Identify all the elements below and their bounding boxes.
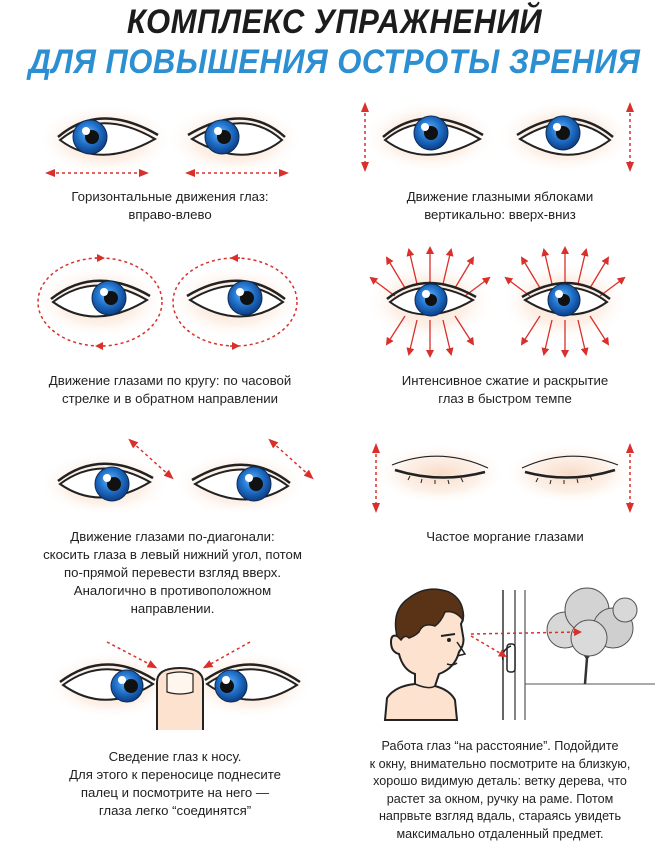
eyes-circular-illustration bbox=[34, 254, 301, 350]
left-eye-icon bbox=[386, 281, 477, 317]
arrow-to-nose-icon bbox=[202, 641, 251, 669]
arrow-diagonal-icon bbox=[268, 438, 314, 480]
caption-diagonal: Движение глазами по-диагонали: скосить г… bbox=[43, 529, 302, 616]
caption-squeeze: Интенсивное сжатие и раскрытие глаз в бы… bbox=[401, 373, 609, 406]
finger-icon bbox=[156, 666, 204, 730]
exercise-nose bbox=[45, 630, 315, 730]
exercise-vertical bbox=[355, 95, 645, 185]
gaze-arrow-icon bbox=[470, 635, 507, 658]
left-eye-icon bbox=[50, 279, 151, 318]
closed-left-eye-icon bbox=[391, 455, 489, 485]
exercise-blinking bbox=[360, 440, 645, 515]
page-title: КОМПЛЕКС УПРАЖНЕНИЙ bbox=[126, 1, 543, 42]
left-eye-icon bbox=[59, 663, 156, 703]
left-eye-icon bbox=[57, 117, 159, 156]
exercise-circular bbox=[34, 250, 305, 355]
exercise-squeeze bbox=[365, 240, 645, 365]
window-handle-icon bbox=[501, 643, 516, 673]
man-head-icon bbox=[383, 588, 467, 721]
eyes-squeeze-illustration bbox=[366, 246, 629, 358]
eyes-diagonal-illustration bbox=[39, 438, 314, 516]
eyes-vertical-illustration bbox=[361, 101, 634, 173]
caption-nose: Сведение глаз к носу. Для этого к перено… bbox=[69, 749, 281, 818]
eyes-horizontal-illustration bbox=[37, 104, 303, 177]
right-eye-icon bbox=[191, 463, 291, 502]
exercise-diagonal bbox=[39, 432, 320, 517]
eyes-nose-illustration bbox=[46, 641, 314, 730]
caption-circular: Движение глазами по кругу: по часовой ст… bbox=[48, 373, 292, 406]
left-eye-icon bbox=[382, 115, 484, 156]
right-eye-icon bbox=[204, 663, 301, 703]
eyes-blinking-illustration bbox=[372, 443, 636, 513]
circle-arrow-icon bbox=[172, 257, 298, 347]
arrow-diagonal-icon bbox=[128, 438, 174, 480]
page-subtitle: ДЛЯ ПОВЫШЕНИЯ ОСТРОТЫ ЗРЕНИЯ bbox=[28, 41, 641, 82]
caption-horizontal: Горизонтальные движения глаз: вправо-вле… bbox=[71, 189, 269, 222]
tree-icon bbox=[525, 587, 655, 685]
arrow-to-nose-icon bbox=[106, 641, 158, 669]
caption-vertical: Движение глазными яблоками вертикально: … bbox=[406, 189, 594, 222]
circle-arrow-icon bbox=[37, 257, 163, 347]
caption-distance: Работа глаз “на расстояние”. Подойдите к… bbox=[369, 739, 631, 841]
right-eye-icon bbox=[187, 117, 286, 156]
gaze-arrow-icon bbox=[470, 628, 582, 637]
right-eye-icon bbox=[521, 281, 611, 317]
exercise-distance bbox=[375, 580, 655, 721]
caption-blinking: Частое моргание глазами bbox=[426, 529, 584, 544]
burst-arrows-icon bbox=[369, 246, 626, 358]
closed-right-eye-icon bbox=[521, 455, 619, 485]
exercise-horizontal bbox=[37, 95, 303, 185]
right-eye-icon bbox=[516, 115, 614, 156]
distance-illustration bbox=[383, 587, 655, 721]
right-eye-icon bbox=[186, 279, 286, 318]
